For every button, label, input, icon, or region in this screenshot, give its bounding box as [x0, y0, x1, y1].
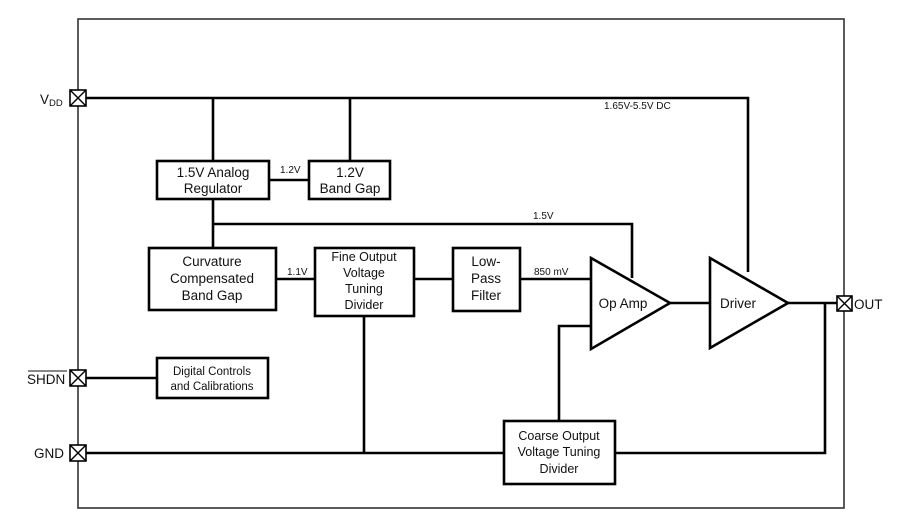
- wires: [86, 96, 837, 455]
- pin-vdd: VDD: [40, 89, 87, 109]
- fine-divider-line3: Tuning: [345, 282, 383, 296]
- curvature-line2: Compensated: [170, 271, 254, 286]
- lpf-line2: Pass: [471, 271, 501, 286]
- block-digital-controls: Digital Controls and Calibrations: [155, 356, 270, 400]
- pin-gnd: GND: [34, 444, 87, 462]
- driver-label: Driver: [720, 296, 757, 311]
- block-fine-divider: Fine Output Voltage Tuning Divider: [313, 246, 416, 318]
- lpf-line1: Low-: [471, 254, 500, 269]
- pin-out-label: OUT: [854, 297, 883, 312]
- curvature-line1: Curvature: [182, 254, 241, 269]
- analog-regulator-line2: Regulator: [184, 181, 243, 196]
- label-850mv: 850 mV: [534, 267, 569, 278]
- coarse-divider-line1: Coarse Output: [518, 429, 600, 443]
- band-gap-line1: 1.2V: [336, 165, 364, 180]
- wire-vdd-rail: [86, 96, 750, 272]
- block-coarse-divider: Coarse Output Voltage Tuning Divider: [502, 419, 617, 486]
- label-11v: 1.1V: [287, 267, 308, 278]
- digital-controls-line2: and Calibrations: [170, 381, 253, 393]
- label-15v-rail: 1.5V: [533, 211, 554, 222]
- block-op-amp: Op Amp: [589, 255, 673, 352]
- pin-vdd-label: VDD: [40, 92, 63, 109]
- wire-15v-rail: [213, 222, 634, 278]
- pin-gnd-label: GND: [34, 446, 64, 461]
- wire-out-coarse: [615, 303, 827, 455]
- block-curvature-band-gap: Curvature Compensated Band Gap: [147, 246, 278, 312]
- wire-coarse-opamp: [557, 324, 591, 421]
- coarse-divider-line3: Divider: [540, 462, 579, 476]
- op-amp-label: Op Amp: [599, 296, 648, 311]
- band-gap-line2: Band Gap: [320, 181, 381, 196]
- block-analog-regulator: 1.5V Analog Regulator: [155, 159, 271, 201]
- coarse-divider-line2: Voltage Tuning: [518, 445, 601, 459]
- digital-controls-line1: Digital Controls: [173, 366, 251, 378]
- chip-boundary: [77, 18, 845, 509]
- block-low-pass-filter: Low- Pass Filter: [451, 246, 522, 313]
- fine-divider-line1: Fine Output: [331, 250, 397, 264]
- block-driver: Driver: [708, 255, 791, 351]
- label-regulator-bandgap: 1.2V: [280, 165, 301, 176]
- fine-divider-line2: Voltage: [343, 266, 385, 280]
- fine-divider-line4: Divider: [345, 298, 384, 312]
- block-band-gap-12: 1.2V Band Gap: [307, 159, 392, 201]
- pin-out: OUT: [836, 295, 883, 312]
- label-supply-range: 1.65V-5.5V DC: [604, 101, 671, 112]
- pin-shdn: SHDN: [27, 369, 87, 387]
- lpf-line3: Filter: [471, 288, 502, 303]
- pin-shdn-label: SHDN: [27, 372, 65, 387]
- curvature-line3: Band Gap: [182, 288, 243, 303]
- analog-regulator-line1: 1.5V Analog: [177, 165, 250, 180]
